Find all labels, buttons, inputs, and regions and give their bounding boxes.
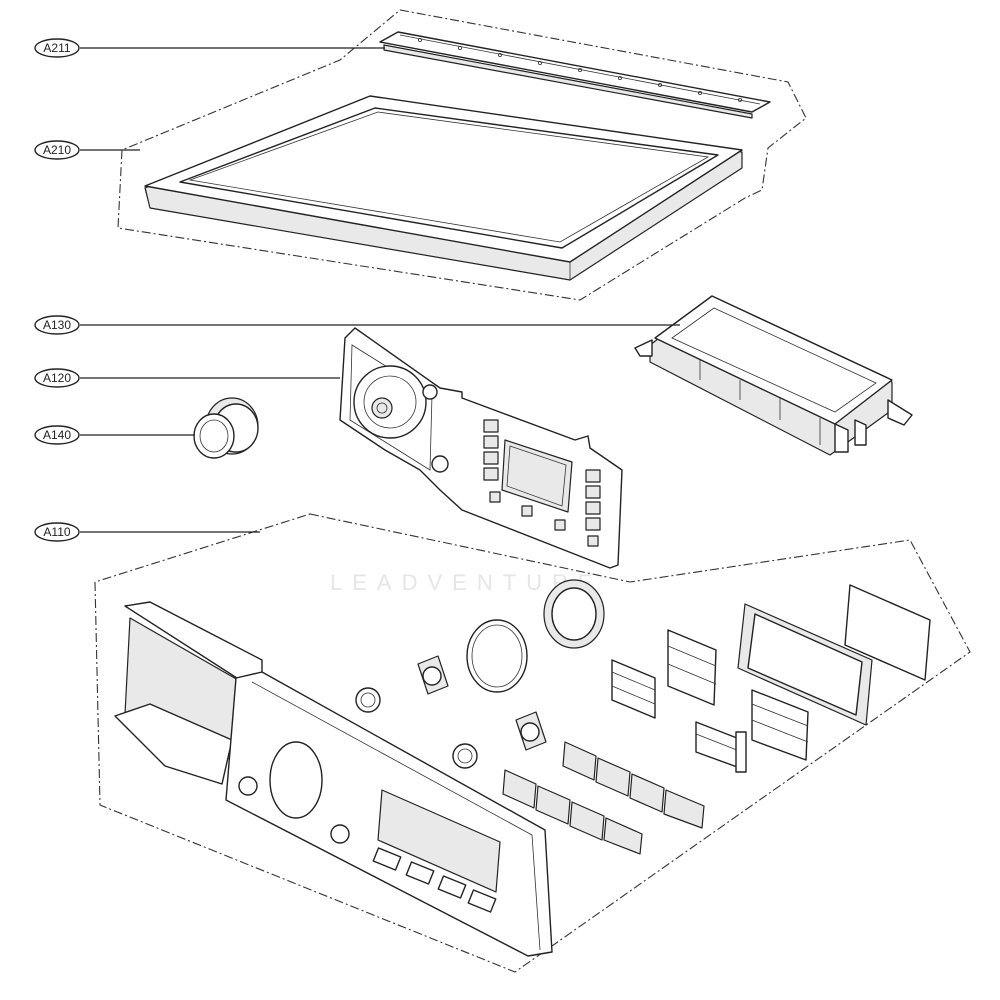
rail-part-a211 — [379, 31, 771, 119]
top-group-boundary — [117, 9, 807, 301]
control-board-a120 — [339, 327, 623, 569]
switch-blocks — [611, 629, 809, 773]
callout-a120: A120 — [34, 368, 340, 388]
button-strips — [502, 741, 705, 855]
callout-label-a211: A211 — [43, 41, 70, 55]
callout-label-a110: A110 — [43, 525, 70, 539]
display-window-parts — [737, 584, 931, 726]
watermark-text: LEADVENTURE — [330, 570, 603, 595]
callout-a210: A210 — [34, 140, 140, 160]
knob-bezels — [355, 655, 547, 769]
callout-a130: A130 — [34, 315, 680, 335]
glass-top-frame-a210 — [144, 95, 743, 281]
pcb-module-a130 — [634, 295, 913, 456]
ring-parts — [466, 579, 605, 693]
callout-a140: A140 — [34, 425, 195, 445]
control-panel-housing-a110 — [114, 601, 553, 957]
callout-label-a210: A210 — [43, 143, 71, 157]
callout-label-a130: A130 — [43, 318, 71, 332]
callout-a211: A211 — [34, 38, 385, 58]
knob-a140 — [193, 397, 259, 459]
callout-label-a140: A140 — [43, 428, 71, 442]
callout-label-a120: A120 — [43, 371, 71, 385]
panel-group-boundary — [94, 513, 971, 973]
callout-a110: A110 — [34, 522, 260, 542]
